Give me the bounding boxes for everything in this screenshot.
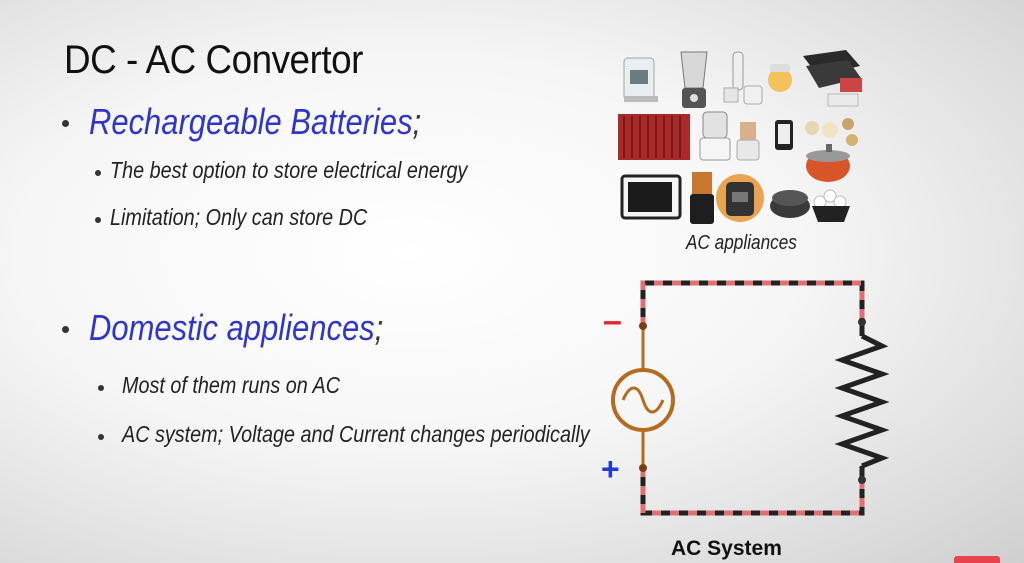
kettle-icon — [768, 64, 792, 92]
sub-bullet-dot — [98, 434, 104, 440]
rice-cooker-icon — [716, 174, 764, 222]
slide-title: DC - AC Convertor — [64, 38, 363, 82]
popcorn-maker-icon — [812, 189, 850, 222]
sub-point: Most of them runs on AC — [122, 372, 341, 398]
heading-text: Rechargeable Batteries — [89, 101, 413, 142]
sub-point: Limitation; Only can store DC — [110, 204, 368, 230]
resistor-icon — [834, 322, 890, 480]
terminal-node — [639, 464, 647, 472]
sub-bullet-dot — [98, 385, 104, 391]
toaster-oven-icon — [620, 174, 682, 220]
ac-source-icon — [611, 368, 675, 432]
juicer-icon — [736, 122, 760, 161]
minus-sign: – — [603, 302, 622, 340]
heater-icon — [618, 114, 690, 160]
heading-text: Domestic appliences — [89, 307, 375, 348]
ac-system-caption: AC System — [671, 537, 782, 560]
sub-bullet-dot — [95, 217, 101, 223]
mixer-icon — [805, 118, 858, 146]
coffee-grinder-icon — [690, 172, 714, 224]
section-heading-batteries: Rechargeable Batteries; — [89, 101, 421, 143]
corner-badge — [954, 556, 1000, 563]
coffee-maker-icon — [623, 57, 658, 102]
terminal-node — [858, 318, 866, 326]
terminal-node — [858, 476, 866, 484]
pot-icon — [806, 144, 850, 182]
food-processor-icon — [699, 111, 731, 161]
terminal-node — [639, 322, 647, 330]
blender-icon — [680, 51, 708, 108]
sub-point: AC system; Voltage and Current changes p… — [122, 421, 590, 447]
hand-blender-icon — [723, 51, 763, 105]
sub-bullet-dot — [95, 170, 101, 176]
grill-icon — [803, 50, 862, 107]
sub-point: The best option to store electrical ener… — [110, 157, 468, 183]
plus-sign: + — [601, 451, 620, 487]
section-heading-appliances: Domestic appliences; — [89, 307, 383, 349]
appliances-caption: AC appliances — [686, 232, 797, 254]
heading-punct: ; — [412, 101, 422, 142]
heading-punct: ; — [374, 307, 384, 348]
bullet-dot — [62, 326, 69, 333]
bullet-dot — [62, 120, 69, 127]
waffle-maker-icon — [770, 190, 810, 218]
phone-icon — [775, 120, 793, 150]
